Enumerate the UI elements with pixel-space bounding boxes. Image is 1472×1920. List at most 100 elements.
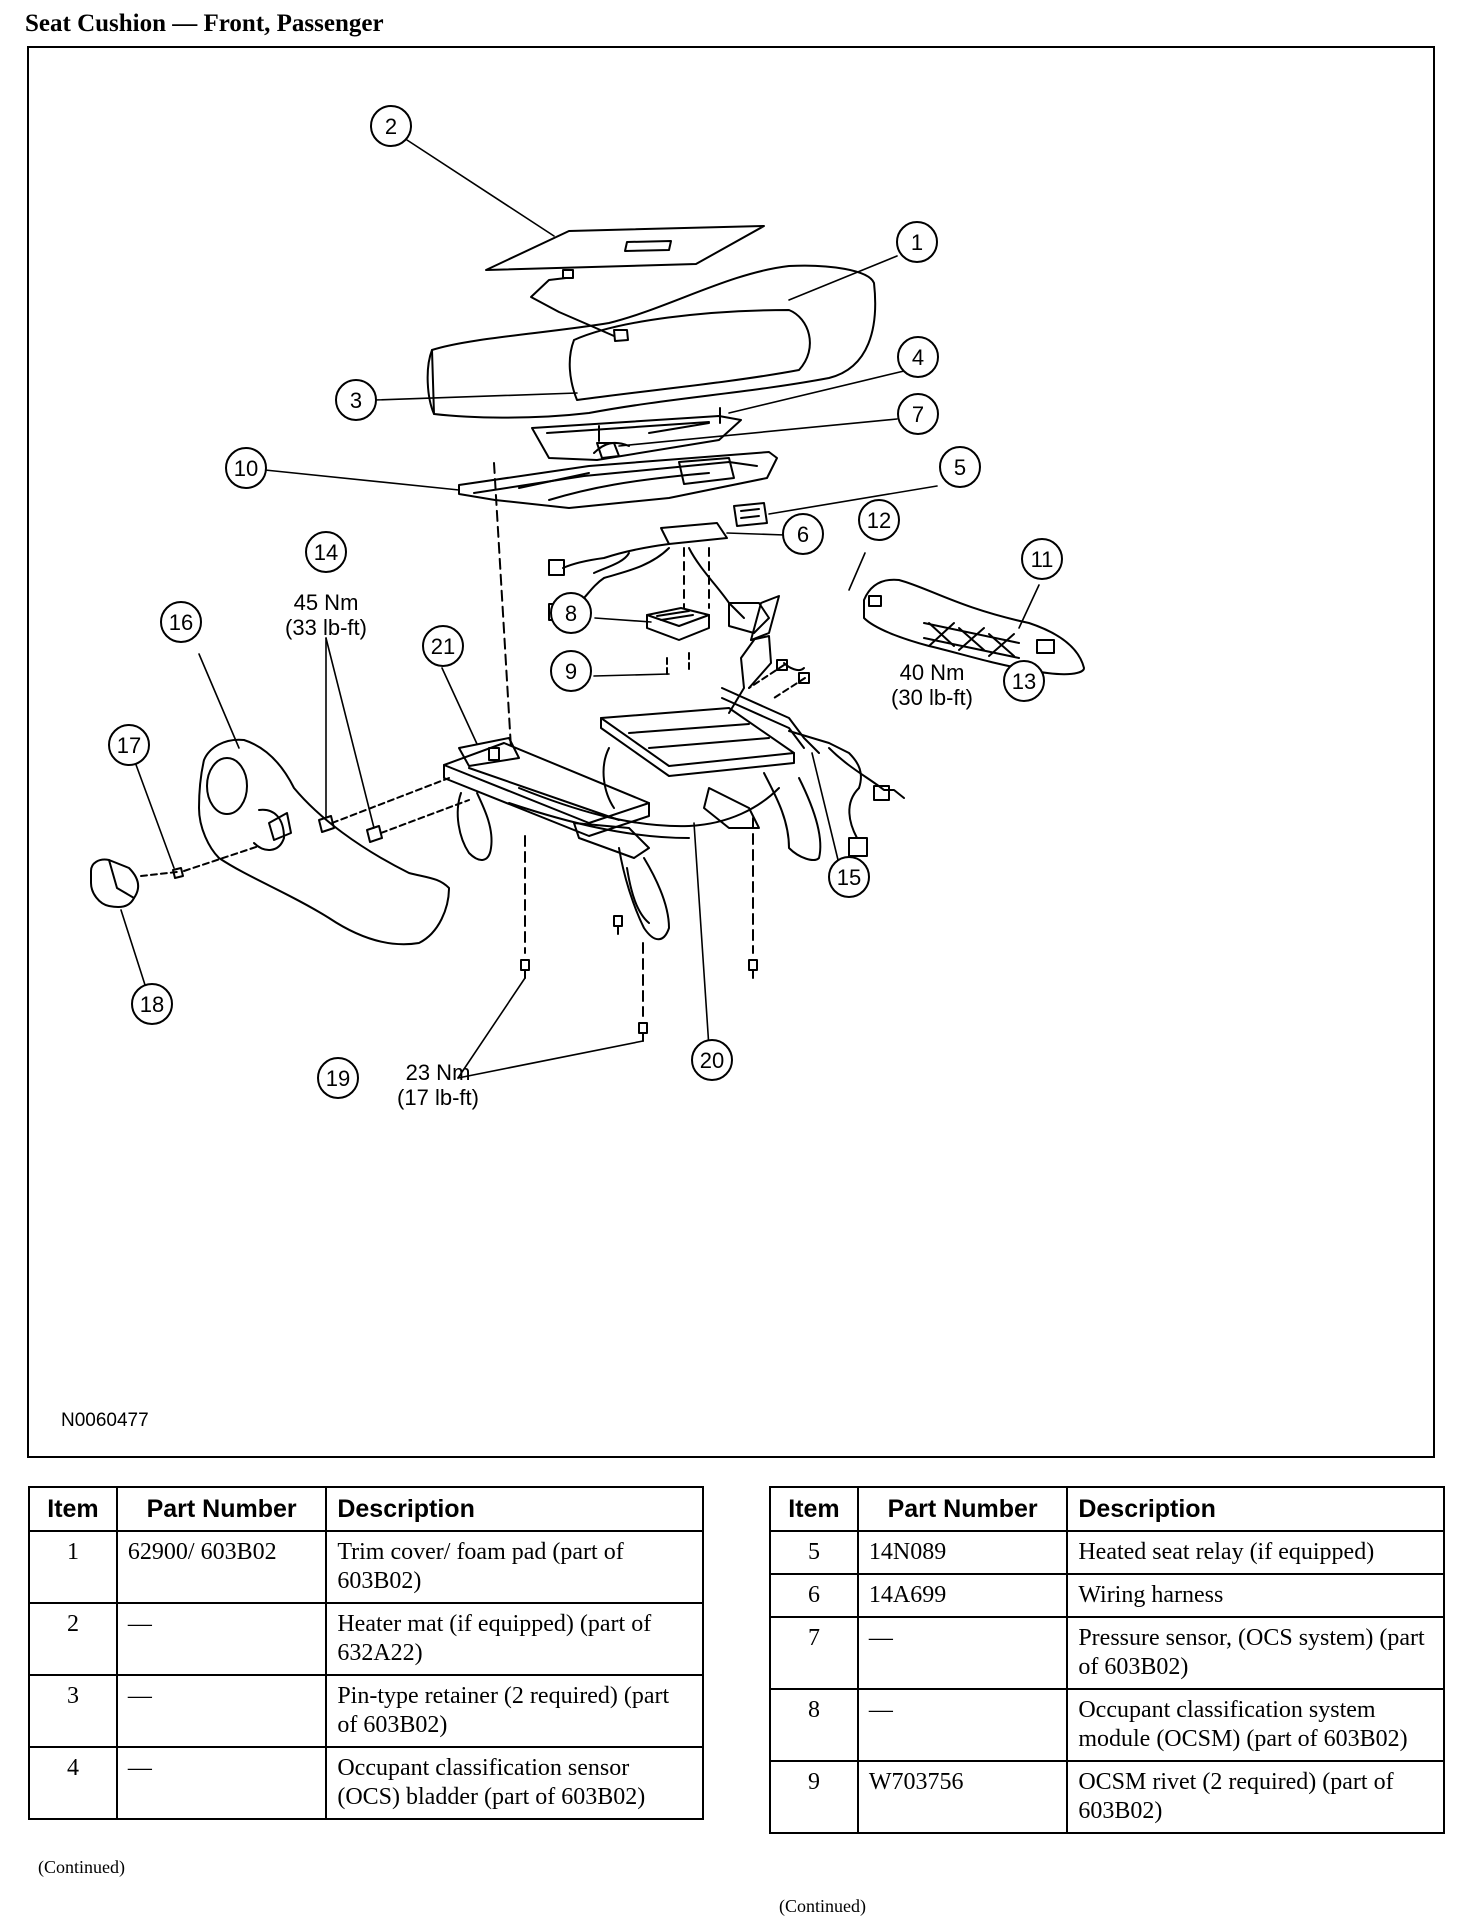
torque-spec-14: 45 Nm (33 lb-ft)	[281, 590, 371, 640]
page-title: Seat Cushion — Front, Passenger	[25, 10, 384, 37]
cell-item: 1	[28, 1530, 118, 1604]
torque-nm: 40 Nm	[899, 660, 965, 685]
callout-number: 2	[385, 114, 397, 139]
continued-note-right: (Continued)	[779, 1896, 866, 1916]
crossbar-part	[508, 787, 780, 839]
heater-mat-part	[485, 225, 765, 342]
torque-spec-19: 23 Nm (17 lb-ft)	[383, 1060, 493, 1110]
callout-4: 4	[897, 336, 939, 378]
column-header-part-number: Part Number	[115, 1486, 328, 1532]
trim-shield-part	[863, 578, 1085, 676]
callout-circle	[317, 1057, 359, 1099]
callout-circle	[828, 856, 870, 898]
callout-circle	[897, 393, 939, 435]
cell-part-number: 62900/ 603B02	[115, 1530, 328, 1604]
torque-lbft: (17 lb-ft)	[397, 1085, 479, 1110]
cell-part-number: —	[856, 1688, 1069, 1762]
cell-item: 9	[769, 1760, 859, 1834]
side-shield-part	[198, 738, 450, 946]
ocs-bladder-part	[531, 407, 742, 461]
cell-item: 5	[769, 1530, 859, 1575]
cell-part-number: —	[856, 1616, 1069, 1690]
callout-number: 14	[314, 540, 338, 565]
bolt-13-part	[748, 659, 810, 699]
cell-part-number: —	[115, 1746, 328, 1820]
callout-number: 7	[912, 402, 924, 427]
callout-circle	[897, 336, 939, 378]
callout-number: 12	[867, 508, 891, 533]
callout-12: 12	[858, 499, 900, 541]
callout-circle	[858, 499, 900, 541]
callout-14: 14	[305, 531, 347, 573]
callout-number: 17	[117, 733, 141, 758]
figure-id: N0060477	[61, 1410, 149, 1431]
callout-9: 9	[550, 650, 592, 692]
callout-circle	[131, 983, 173, 1025]
callout-circle	[108, 724, 150, 766]
callout-circle	[305, 531, 347, 573]
column-header-description: Description	[325, 1486, 704, 1532]
callout-17: 17	[108, 724, 150, 766]
right-seat-track-part	[600, 707, 822, 861]
heated-seat-relay-part	[733, 502, 768, 527]
callout-circle	[550, 592, 592, 634]
cell-item: 8	[769, 1688, 859, 1762]
cell-description: Pressure sensor, (OCS system) (part of 6…	[1066, 1616, 1445, 1690]
leader-lines	[120, 139, 1040, 1079]
table-row: 4—Occupant classification sensor (OCS) b…	[28, 1746, 704, 1820]
callout-number: 6	[797, 522, 809, 547]
column-header-item: Item	[769, 1486, 859, 1532]
cell-description: Trim cover/ foam pad (part of 603B02)	[325, 1530, 704, 1604]
cell-item: 7	[769, 1616, 859, 1690]
torque-lbft: (33 lb-ft)	[285, 615, 367, 640]
left-seat-track-part	[443, 737, 670, 941]
callout-number: 9	[565, 659, 577, 684]
callout-circle	[370, 105, 412, 147]
torque-lbft: (30 lb-ft)	[891, 685, 973, 710]
table-row: 2—Heater mat (if equipped) (part of 632A…	[28, 1602, 704, 1676]
table-header-row: Item Part Number Description	[28, 1486, 704, 1532]
callout-6: 6	[782, 513, 824, 555]
callout-number: 5	[954, 455, 966, 480]
cell-description: OCSM rivet (2 required) (part of 603B02)	[1066, 1760, 1445, 1834]
callout-number: 8	[565, 601, 577, 626]
cell-part-number: —	[115, 1674, 328, 1748]
seat-belt-buckle-part	[721, 595, 905, 857]
stud-21-part	[488, 462, 512, 761]
cell-item: 4	[28, 1746, 118, 1820]
callout-1: 1	[896, 221, 938, 263]
bolt-14-part	[318, 777, 470, 843]
callout-number: 18	[140, 992, 164, 1017]
table-row: 7—Pressure sensor, (OCS system) (part of…	[769, 1616, 1445, 1690]
callout-circle	[225, 447, 267, 489]
callout-circle	[782, 513, 824, 555]
callout-16: 16	[160, 601, 202, 643]
callout-circle	[1003, 660, 1045, 702]
callout-10: 10	[225, 447, 267, 489]
callout-circle	[335, 379, 377, 421]
callout-number: 20	[700, 1048, 724, 1073]
callout-8: 8	[550, 592, 592, 634]
screw-17-part	[140, 845, 260, 879]
callout-13: 13	[1003, 660, 1045, 702]
cell-description: Wiring harness	[1066, 1573, 1445, 1618]
callout-circle	[550, 650, 592, 692]
cell-description: Pin-type retainer (2 required) (part of …	[325, 1674, 704, 1748]
recline-handle-part	[90, 858, 140, 908]
cell-description: Heated seat relay (if equipped)	[1066, 1530, 1445, 1575]
callout-number: 3	[350, 388, 362, 413]
callout-circle	[1021, 538, 1063, 580]
column-header-description: Description	[1066, 1486, 1445, 1532]
callout-7: 7	[897, 393, 939, 435]
callout-number: 19	[326, 1066, 350, 1091]
diagram-drawing	[90, 139, 1085, 1079]
callout-circle	[160, 601, 202, 643]
callout-circle	[422, 625, 464, 667]
